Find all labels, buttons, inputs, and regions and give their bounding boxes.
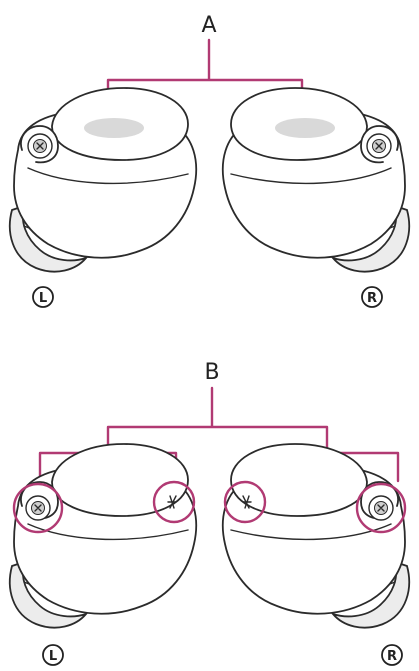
microphone-right-outer [368,495,394,521]
mic-highlight-left-outer [12,482,64,534]
left-mark-lower: L [42,644,64,666]
svg-text:L: L [39,291,47,306]
bottom-figure: B L R [8,360,411,666]
right-mark: R [361,286,383,308]
callout-label-a: A [201,13,216,38]
touch-sensor-right [275,118,335,138]
right-earbud [221,87,411,273]
svg-text:R: R [387,649,397,664]
left-mark: L [32,286,54,308]
right-mark-lower: R [381,644,403,666]
top-figure: A L R [8,13,411,308]
microphone-left [27,133,53,159]
microphone-left-outer [25,495,51,521]
mic-highlight-left-inner [152,480,196,524]
microphone-right-inner [242,495,252,509]
mic-highlight-right-inner [223,480,267,524]
microphone-right [366,133,392,159]
touch-sensor-left [84,118,144,138]
svg-text:L: L [49,649,57,664]
callout-line-a [106,38,304,128]
svg-text:R: R [367,291,377,306]
microphone-left-inner [167,495,177,509]
mic-highlight-right-outer [355,482,407,534]
right-earbud-lower [221,443,411,629]
left-earbud [8,87,198,273]
callout-label-b: B [204,360,219,385]
left-earbud-lower [8,443,198,629]
